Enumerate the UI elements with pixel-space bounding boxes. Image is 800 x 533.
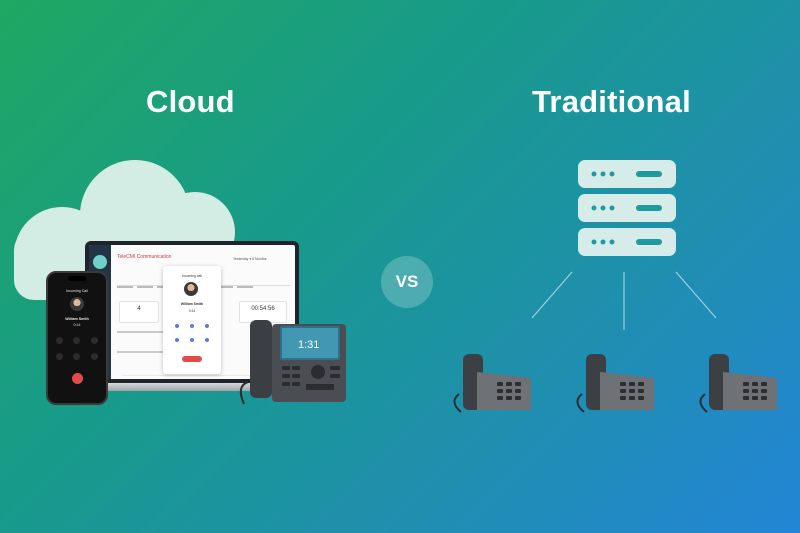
phone-speaker-icon[interactable]	[91, 337, 98, 344]
phone-call-duration: 0:14	[73, 323, 81, 327]
smartphone-icon: Incoming Call William Smith 0:14	[46, 271, 108, 405]
caller-avatar	[184, 282, 198, 296]
popup-caller-name: William Smith	[180, 302, 204, 306]
phone-keypad-icon[interactable]	[73, 337, 80, 344]
popup-status: 0:14	[188, 309, 196, 313]
keypad-icon[interactable]	[190, 324, 194, 328]
phone-hold-icon[interactable]	[56, 353, 63, 360]
hang-up-button[interactable]	[182, 356, 202, 362]
phone-caller-name: William Smith	[65, 317, 89, 321]
date-filter: Yesterday ▾ 6 Months	[233, 257, 267, 261]
incoming-call-popup: Incoming call William Smith 0:14	[163, 266, 221, 374]
phone-notch	[68, 276, 86, 281]
section-title	[117, 331, 165, 333]
record-icon[interactable]	[190, 338, 194, 342]
add-call-icon[interactable]	[205, 338, 209, 342]
popup-label: Incoming call	[182, 274, 202, 278]
app-title: TeleCMI Communication	[117, 254, 172, 260]
phone-hang-up-button[interactable]	[72, 373, 83, 384]
server-rack-icon	[578, 160, 676, 256]
desk-phone-icon	[699, 354, 777, 413]
phone-add-icon[interactable]	[91, 353, 98, 360]
vs-badge: VS	[381, 256, 433, 308]
desk-phone-icon	[453, 354, 531, 413]
laptop-base	[76, 383, 308, 391]
phone-record-icon[interactable]	[73, 353, 80, 360]
transfer-icon[interactable]	[205, 324, 209, 328]
hold-icon[interactable]	[175, 338, 179, 342]
phone-call-label: Incoming Call	[66, 289, 88, 293]
ip-phone-icon: 1:31	[239, 320, 346, 405]
stat-card-count: 4	[119, 301, 159, 323]
phone-clock: 1:31	[298, 339, 319, 351]
phone-caller-avatar	[70, 297, 84, 311]
traditional-heading: Traditional	[532, 84, 691, 119]
app-logo	[93, 255, 107, 269]
phone-mute-icon[interactable]	[56, 337, 63, 344]
desk-phone-icon	[576, 354, 654, 413]
cloud-heading: Cloud	[146, 84, 235, 119]
mute-icon[interactable]	[175, 324, 179, 328]
chart-axis	[123, 375, 283, 376]
section-subtitle	[117, 351, 181, 353]
